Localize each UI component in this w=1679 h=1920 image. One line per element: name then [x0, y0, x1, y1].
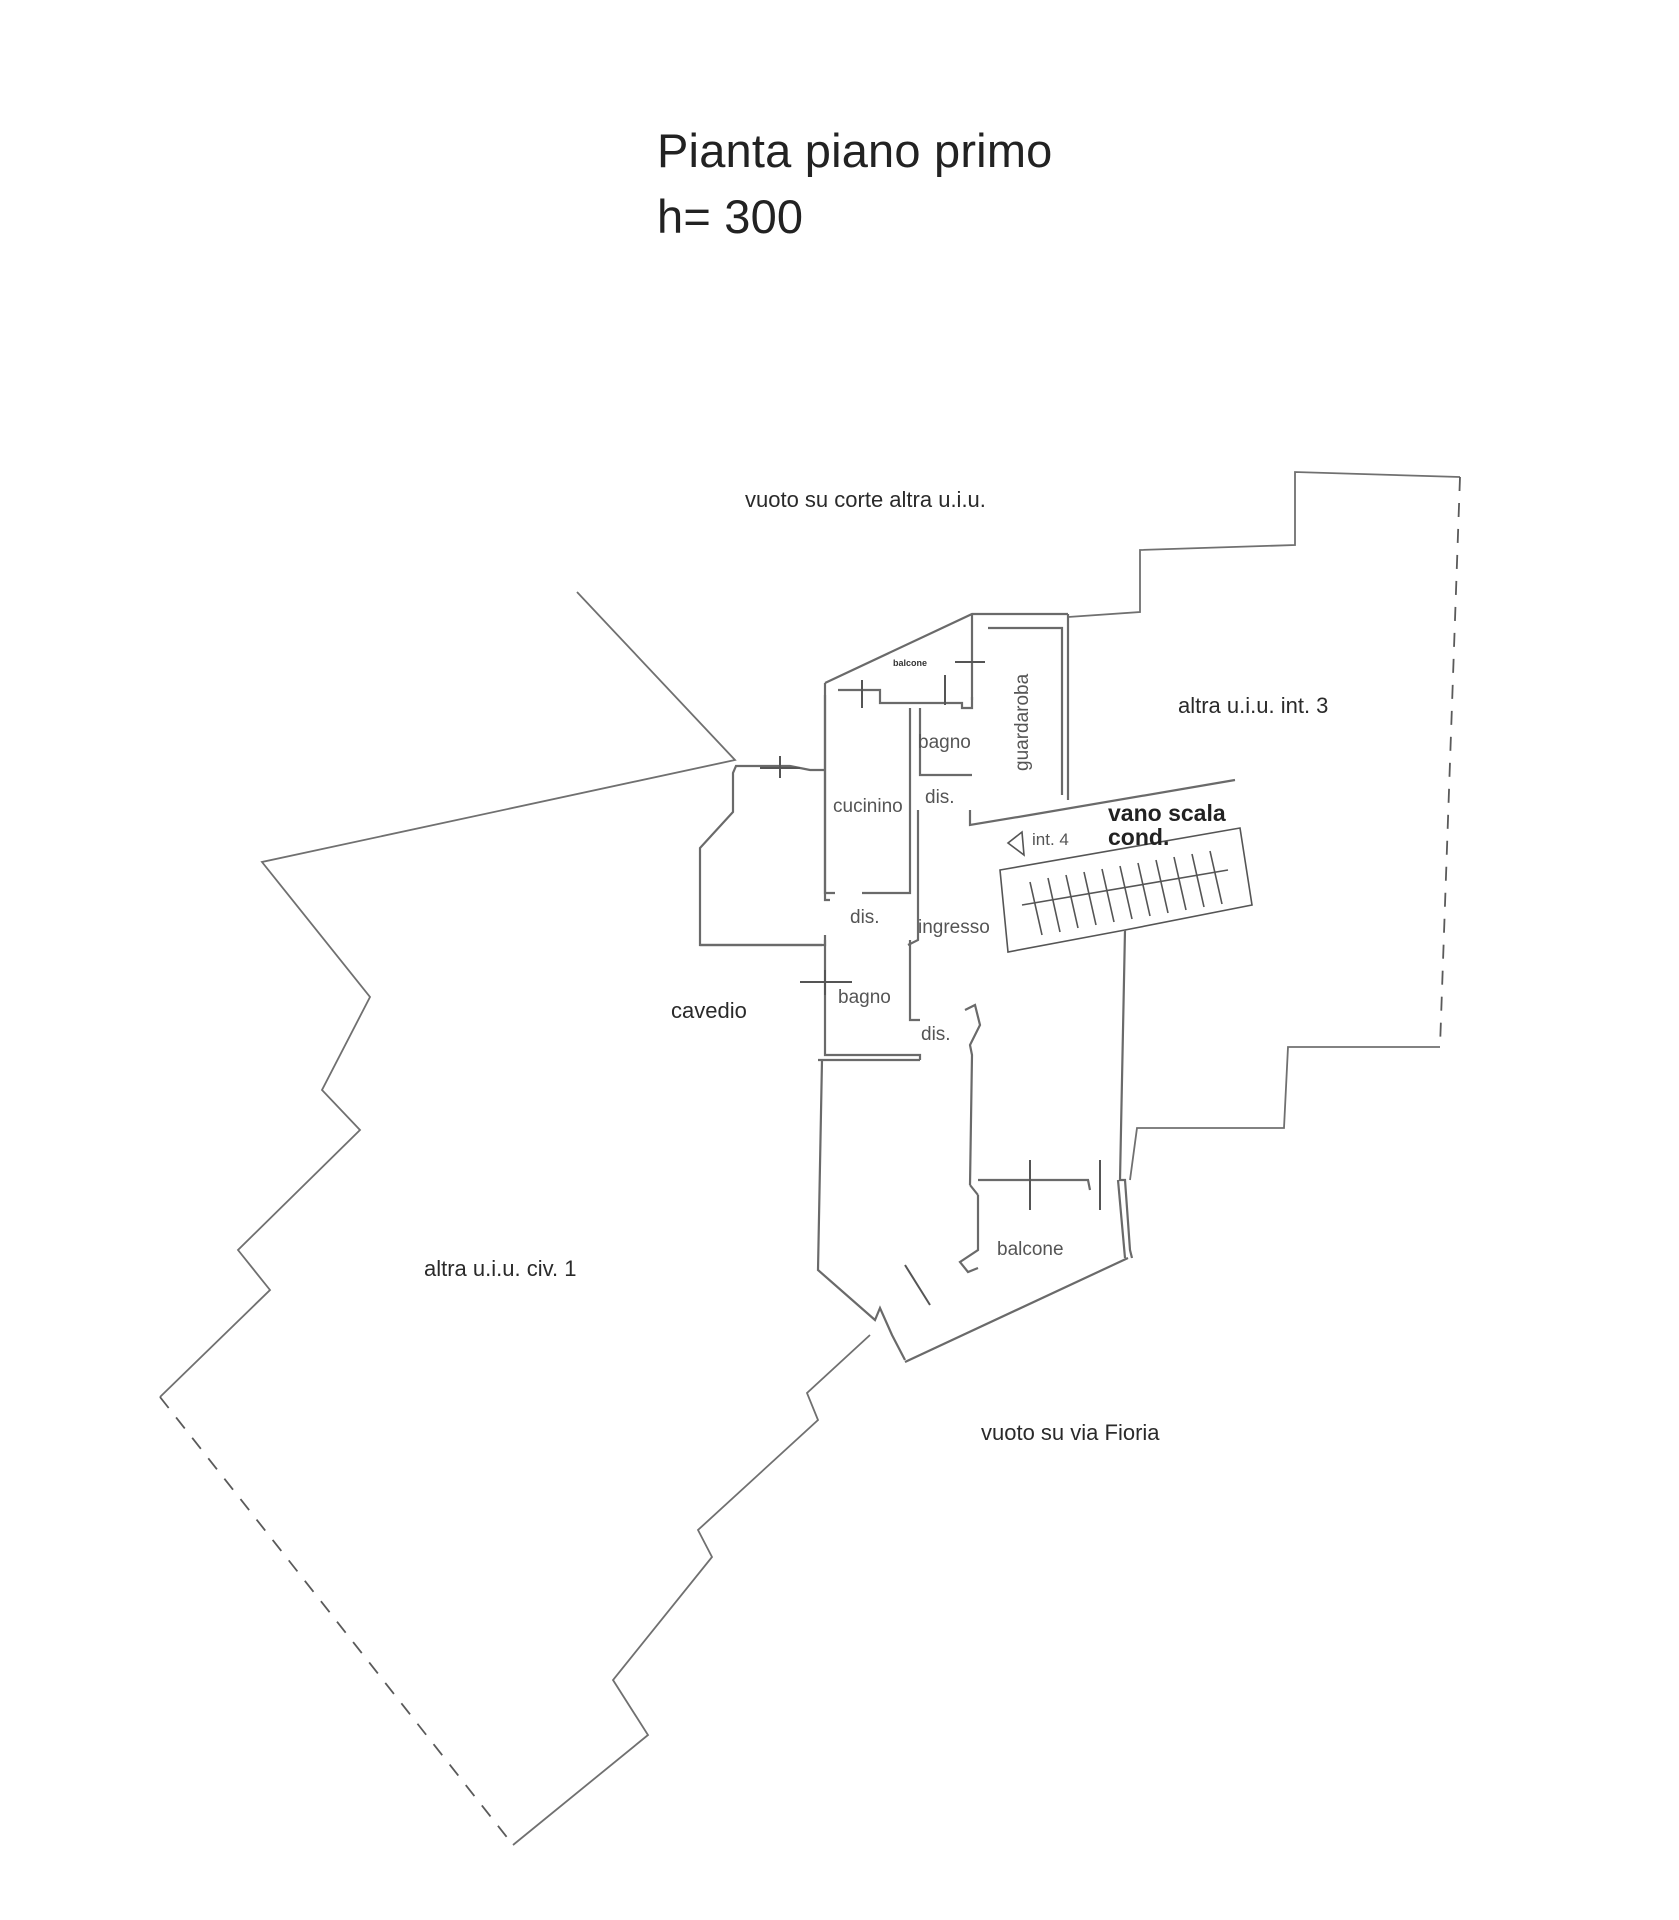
label-bagno-mid: bagno [838, 987, 891, 1008]
lower-balcony-walls [978, 1178, 1092, 1191]
label-dis-top: dis. [925, 787, 955, 808]
plan-title: Pianta piano primo h= 300 [657, 118, 1053, 250]
label-ingresso: ingresso [918, 917, 990, 938]
stair-core-outline [999, 827, 1253, 953]
unit-civ1-outline [159, 591, 737, 1398]
lower-room-west-wall [816, 1059, 906, 1361]
annex-walls [698, 764, 825, 947]
label-dis-mid: dis. [850, 907, 880, 928]
cucinino-east-wall [862, 708, 912, 895]
label-dis-low: dis. [921, 1024, 951, 1045]
label-altra-int3: altra u.i.u. int. 3 [1178, 693, 1328, 718]
corridor-west-wall [907, 810, 920, 946]
label-int4: int. 4 [1032, 830, 1069, 849]
apartment-north-wall [824, 612, 1068, 684]
hall-east-wall [1118, 929, 1134, 1259]
top-bagno-west-wall [918, 708, 972, 777]
lower-dis-walls [964, 1003, 982, 1186]
lower-balcony-outline [958, 1195, 980, 1274]
label-vuoto-corte: vuoto su corte altra u.i.u. [745, 487, 986, 512]
plan-title-line1: Pianta piano primo [657, 124, 1053, 177]
balcony-east-wall [1116, 1179, 1127, 1259]
mid-bagno-east-wall [908, 940, 920, 1022]
label-guardaroba: guardaroba [1012, 673, 1033, 771]
label-vuoto-via: vuoto su via Fioria [981, 1420, 1160, 1445]
label-vano-scala-1: vano scala [1108, 800, 1226, 826]
corridor-north-wall [968, 778, 1236, 827]
guardaroba-walls [988, 626, 1064, 795]
label-cavedio: cavedio [671, 998, 747, 1023]
entrance-arrow-icon [1006, 830, 1025, 857]
unit-civ1-lower-outline [512, 1334, 871, 1846]
label-bagno-top: bagno [918, 732, 971, 753]
stair-steps [1021, 850, 1229, 936]
label-vano-scala-2: cond. [1108, 824, 1169, 850]
unit-int3-outline [1067, 471, 1461, 618]
top-bagno-walls [838, 688, 974, 710]
cucinino-walls [823, 695, 835, 895]
annex-south-wall [700, 940, 827, 947]
lower-window-mark [904, 1264, 931, 1306]
label-balcone-top: balcone [893, 658, 927, 668]
unit-int3-lower-outline [1129, 1046, 1440, 1181]
label-cucinino: cucinino [833, 796, 903, 817]
unit-int3-dashed-boundary [1439, 476, 1461, 1048]
unit-civ1-dashed-boundary [159, 1396, 514, 1846]
lower-balcony-front [904, 1257, 1129, 1363]
label-altra-civ1: altra u.i.u. civ. 1 [424, 1256, 576, 1281]
plan-title-line2: h= 300 [657, 190, 804, 243]
label-balcone-low: balcone [997, 1239, 1064, 1260]
balcony-corner [969, 1184, 979, 1196]
